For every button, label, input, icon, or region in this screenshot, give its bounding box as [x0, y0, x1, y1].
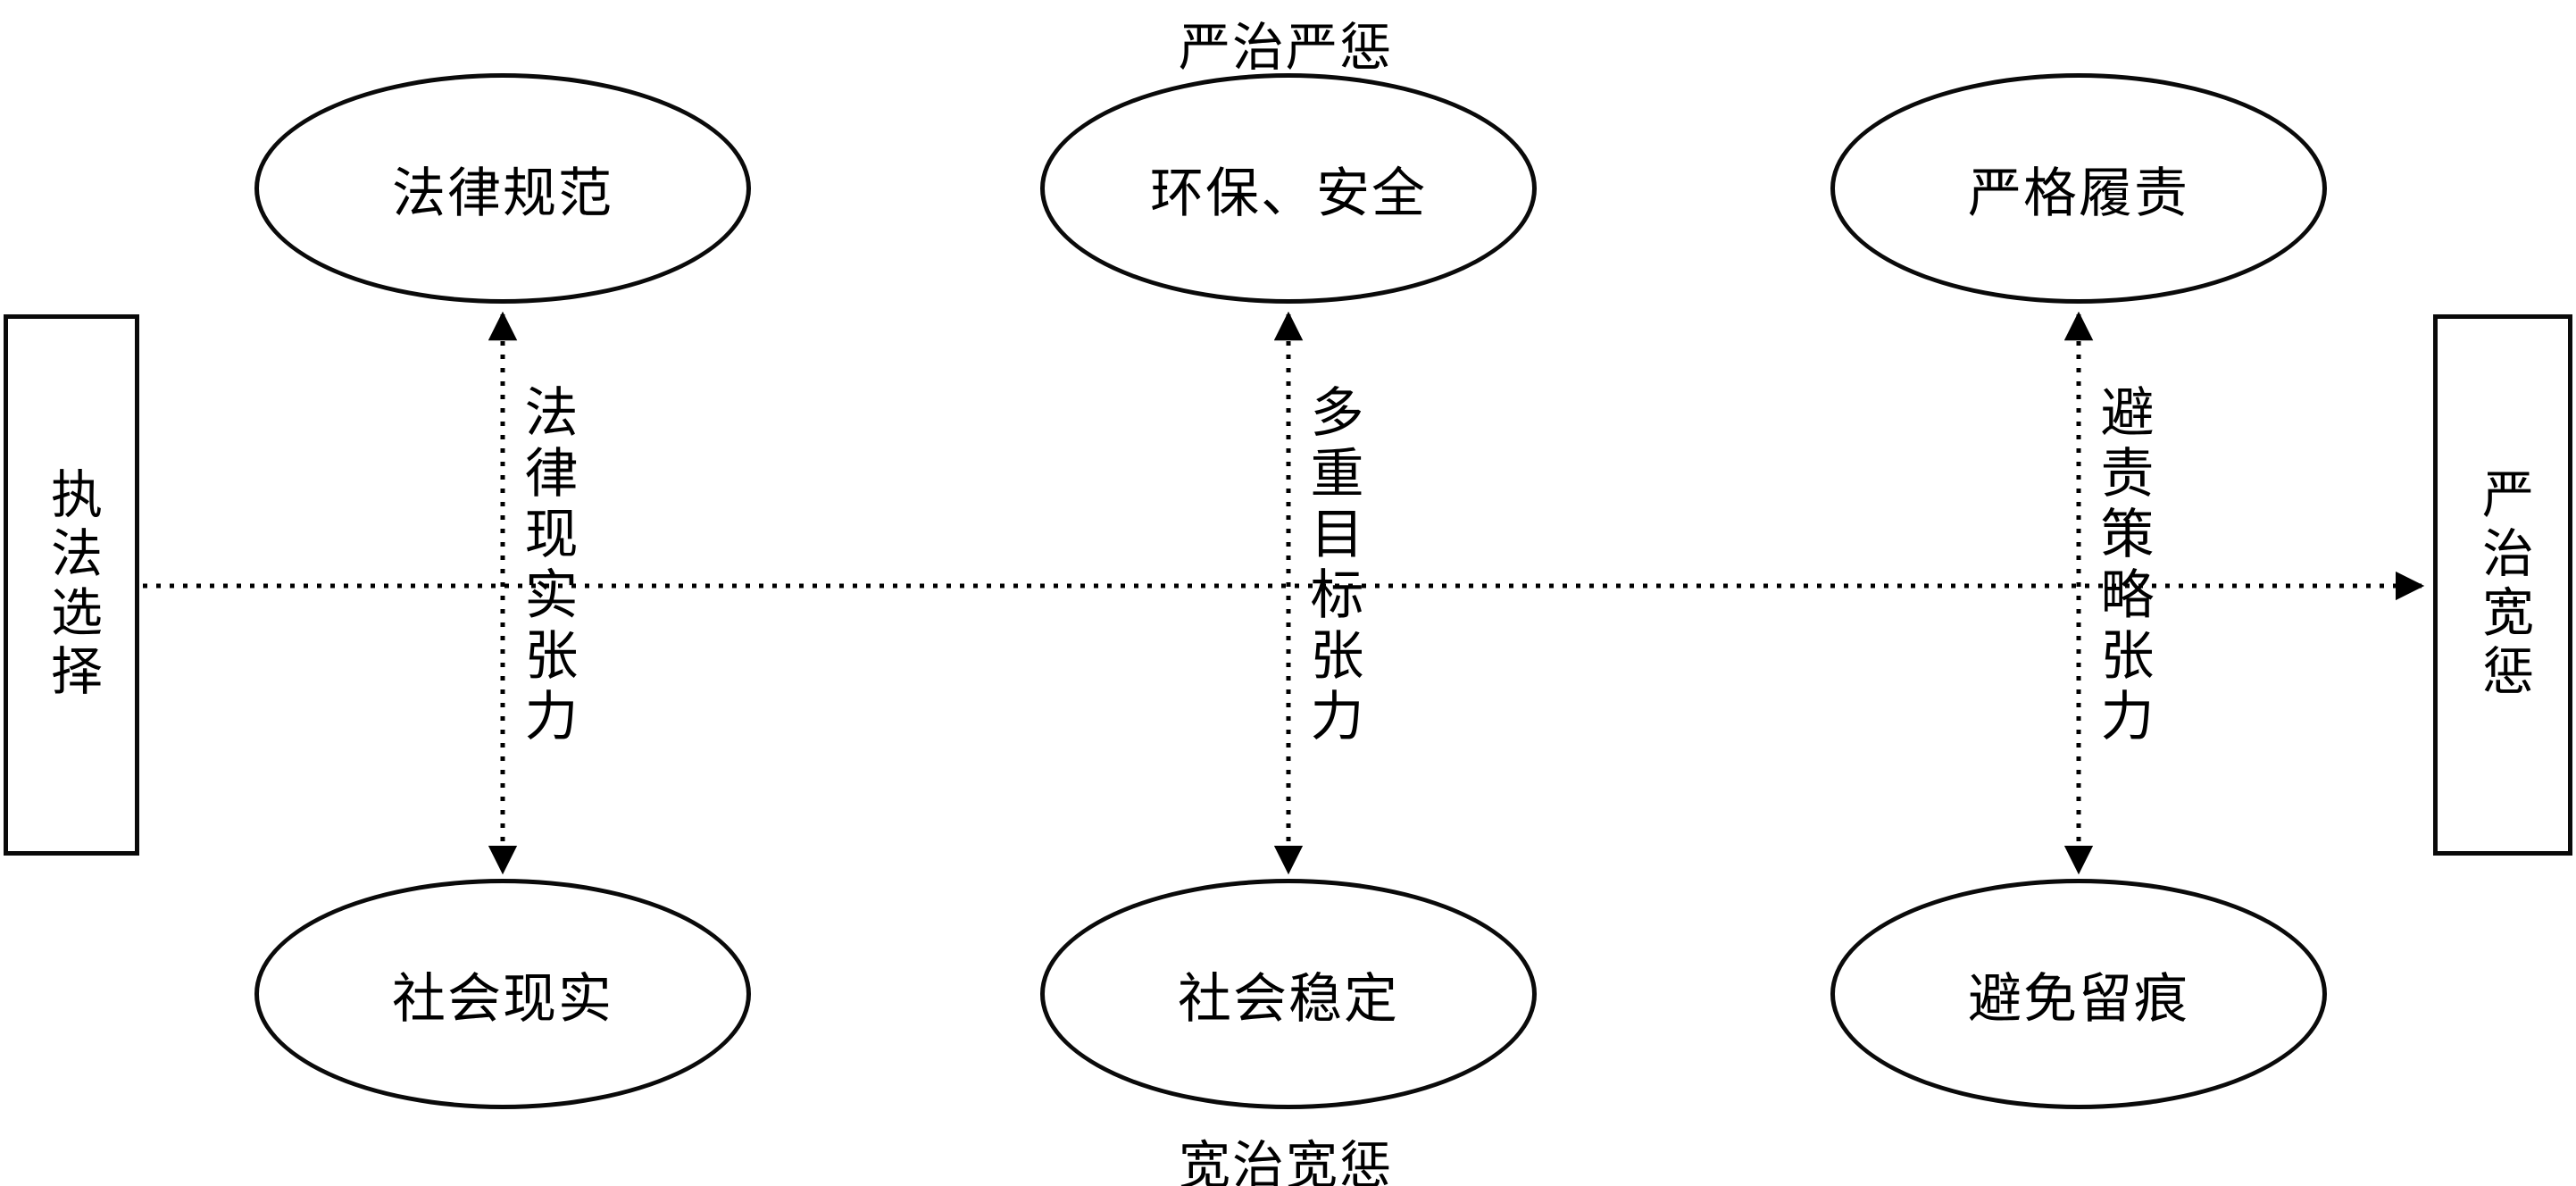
- left-pole-box: 执法选择: [4, 314, 139, 856]
- tension-label-legal-reality: 法律现实张力: [517, 384, 576, 748]
- ellipse-strict-duty: 严格履责: [1830, 73, 2327, 304]
- ellipse-social-reality: 社会现实: [254, 879, 751, 1109]
- ellipse-avoid-traces-label: 避免留痕: [1968, 969, 2189, 1029]
- bottom-pole-label: 宽治宽惩: [1178, 1137, 1394, 1186]
- ellipse-legal-norms: 法律规范: [254, 73, 751, 304]
- ellipse-avoid-traces: 避免留痕: [1830, 879, 2327, 1109]
- ellipse-env-safety: 环保、安全: [1040, 73, 1537, 304]
- ellipse-social-stability-label: 社会稳定: [1178, 969, 1399, 1029]
- tension-label-blame-avoidance: 避责策略张力: [2093, 384, 2152, 748]
- right-pole-box-label: 严治宽惩: [2474, 467, 2532, 703]
- ellipse-strict-duty-label: 严格履责: [1968, 163, 2189, 223]
- ellipse-social-reality-label: 社会现实: [392, 969, 613, 1029]
- ellipse-legal-norms-label: 法律规范: [392, 163, 613, 223]
- top-pole-label: 严治严惩: [1178, 19, 1394, 77]
- tension-label-multi-goal: 多重目标张力: [1303, 384, 1362, 748]
- ellipse-social-stability: 社会稳定: [1040, 879, 1537, 1109]
- left-pole-box-label: 执法选择: [43, 467, 101, 703]
- ellipse-env-safety-label: 环保、安全: [1150, 163, 1427, 223]
- right-pole-box: 严治宽惩: [2433, 314, 2572, 856]
